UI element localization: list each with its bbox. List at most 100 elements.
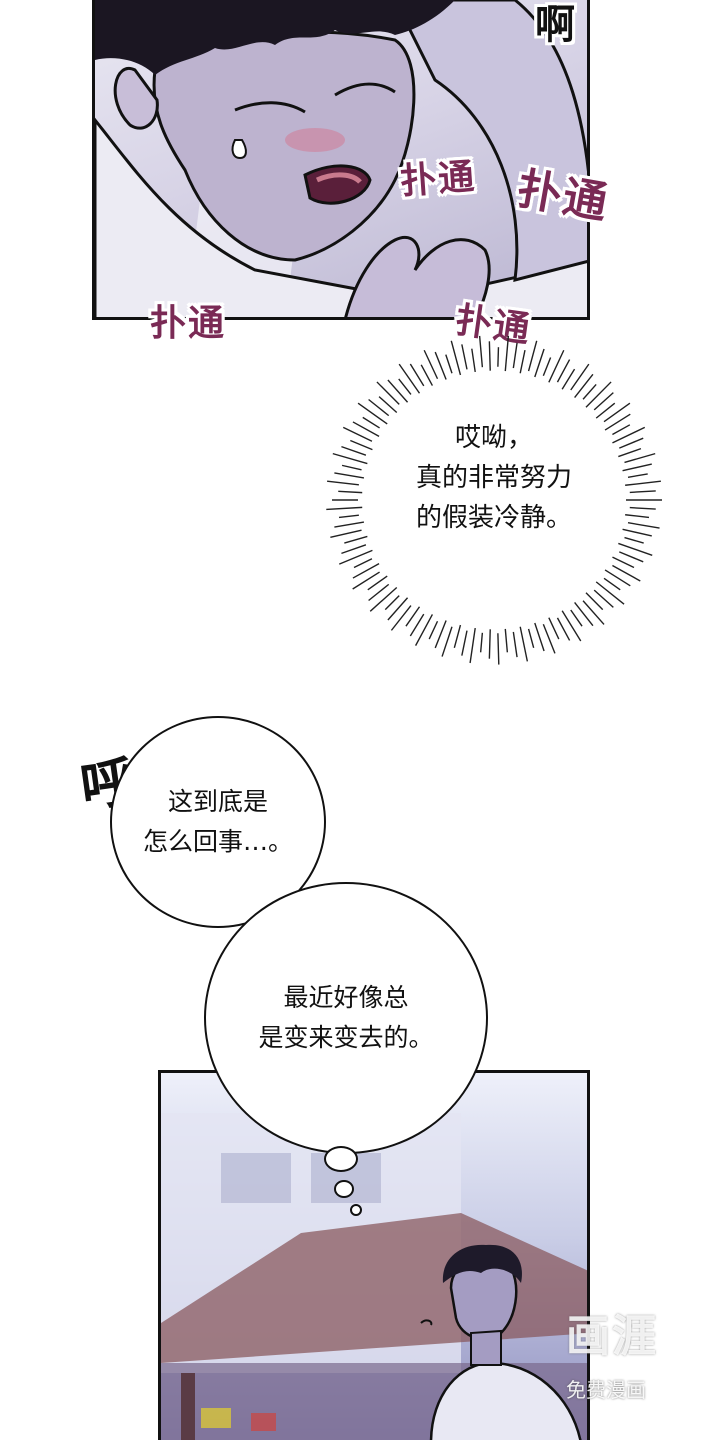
burst-line: [352, 562, 380, 579]
spiky-bubble-text: 哎呦， 真的非常努力 的假装冷静。: [318, 418, 670, 538]
burst-line: [627, 473, 648, 478]
burst-line: [624, 536, 644, 544]
speech-bubble-two: 最近好像总 是变来变去的。: [204, 882, 488, 1154]
burst-line: [338, 514, 359, 519]
burst-line: [618, 542, 653, 556]
burst-line: [338, 549, 373, 565]
burst-line: [542, 357, 552, 377]
burst-line: [542, 623, 556, 654]
burst-line: [629, 490, 656, 494]
burst-line: [548, 617, 560, 640]
burst-line: [595, 581, 625, 605]
burst-line: [595, 402, 616, 419]
bubble-two-line-2: 是变来变去的。: [258, 1023, 434, 1052]
burst-line: [344, 535, 368, 544]
burst-line: [497, 347, 500, 367]
burst-line: [570, 363, 590, 391]
burst-line: [450, 340, 462, 376]
burst-line: [368, 583, 390, 602]
burst-line: [519, 626, 529, 662]
burst-line: [612, 564, 641, 582]
burst-line: [478, 335, 484, 368]
burst-line: [342, 426, 373, 442]
burst-line: [423, 349, 439, 380]
burst-line: [469, 627, 476, 664]
burst-line: [334, 472, 365, 479]
burst-line: [341, 464, 362, 471]
bubble-two-text: 最近好像总 是变来变去的。: [206, 978, 486, 1058]
burst-line: [453, 624, 462, 649]
burst-line: [434, 351, 447, 380]
burst-line: [428, 620, 439, 640]
burst-line: [574, 602, 594, 627]
bubble-one-line-2: 怎么回事…。: [142, 827, 293, 856]
burst-line: [593, 392, 614, 411]
burst-line: [574, 373, 594, 398]
burst-line: [334, 521, 365, 528]
burst-line: [369, 586, 398, 612]
burst-line: [461, 344, 468, 370]
burst-line: [527, 340, 538, 372]
thought-trail-dot-2: [334, 1180, 354, 1198]
thought-trail-dot-3: [350, 1204, 362, 1216]
burst-line: [434, 620, 447, 649]
burst-line: [414, 614, 434, 646]
burst-line: [362, 416, 380, 429]
burst-line: [534, 348, 545, 378]
burst-line: [619, 437, 644, 449]
burst-line: [556, 617, 571, 641]
spiky-bubble-line-2: 真的非常努力: [415, 463, 572, 493]
burst-line: [622, 463, 652, 472]
watermark-logo-text: 画涯: [566, 1311, 658, 1362]
burst-line: [330, 529, 362, 538]
burst-line: [376, 381, 400, 405]
burst-line: [350, 439, 373, 451]
burst-line: [612, 424, 631, 436]
spiky-thought-bubble: 哎呦， 真的非常努力 的假装冷静。: [318, 330, 670, 670]
sfx-corner-text: 啊: [535, 2, 577, 48]
burst-line: [619, 551, 644, 563]
character-illustration: [95, 0, 587, 317]
burst-line: [618, 447, 642, 458]
spike-burst: [326, 335, 662, 665]
burst-line: [548, 349, 565, 383]
burst-line: [405, 606, 421, 627]
burst-line: [378, 396, 398, 414]
burst-line: [627, 522, 660, 529]
burst-line: [357, 402, 388, 425]
burst-line: [352, 421, 380, 438]
burst-line: [409, 613, 425, 637]
burst-line: [488, 341, 491, 371]
burst-line: [624, 452, 656, 464]
burst-line: [398, 378, 412, 395]
watermark-subtitle: 免费漫画: [566, 1378, 646, 1402]
burst-line: [625, 480, 661, 486]
burst-line: [367, 575, 388, 591]
burst-line: [326, 506, 363, 511]
spiky-bubble-line-3: 的假装冷静。: [415, 503, 572, 533]
burst-line: [593, 589, 614, 608]
burst-line: [353, 558, 373, 569]
burst-line: [441, 626, 453, 657]
burst-line: [512, 631, 518, 658]
watermark: 画涯 免费漫画: [566, 1300, 696, 1410]
bubble-one-text: 这到底是 怎么回事…。: [112, 782, 324, 862]
burst-line: [604, 413, 631, 431]
burst-line: [519, 350, 526, 374]
burst-line: [409, 363, 425, 387]
burst-line: [556, 359, 571, 383]
burst-line: [338, 490, 363, 494]
burst-line: [582, 600, 605, 625]
burst-line: [387, 597, 409, 621]
burst-line: [585, 381, 612, 408]
burst-line: [585, 592, 604, 611]
burst-line: [398, 363, 421, 394]
bubble-one-line-1: 这到底是: [167, 787, 268, 816]
burst-line: [604, 569, 631, 587]
burst-line: [341, 544, 367, 555]
burst-line: [504, 335, 510, 372]
burst-line: [445, 354, 453, 374]
burst-line: [352, 571, 380, 590]
bubble-two-line-1: 最近好像总: [283, 983, 409, 1012]
spiky-bubble-line-1: 哎呦，: [454, 423, 533, 453]
